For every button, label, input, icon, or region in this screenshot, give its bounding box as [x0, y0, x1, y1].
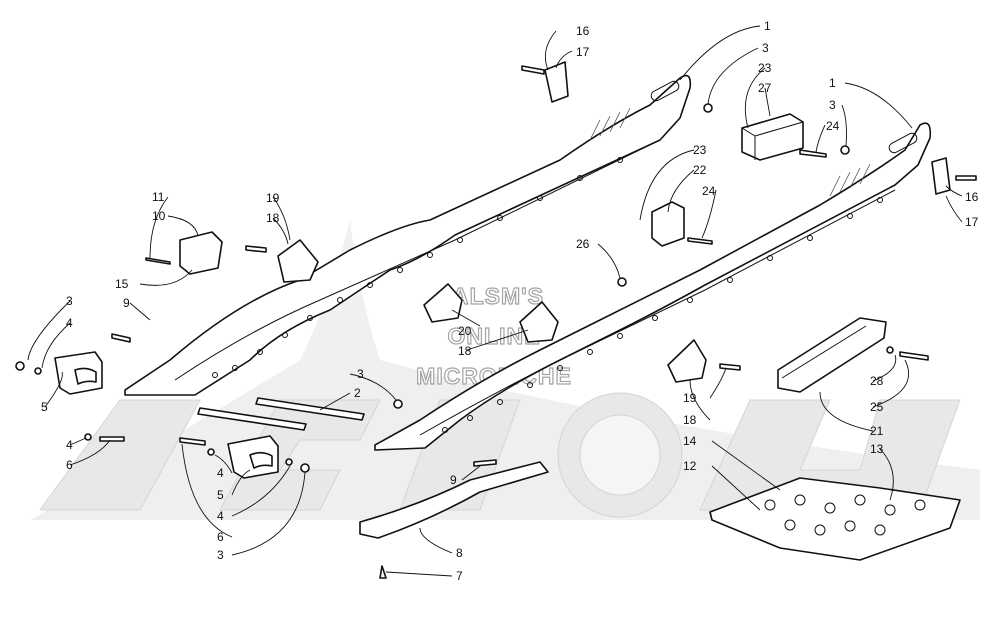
mounting-brackets [277, 61, 951, 383]
callout-18: 18 [683, 413, 697, 427]
callout-25: 25 [870, 400, 884, 414]
callout-4: 4 [217, 466, 224, 480]
rear-axle-bracket [777, 317, 887, 393]
callout-4: 4 [66, 438, 73, 452]
wear-strip [359, 461, 549, 539]
callout-6: 6 [217, 530, 224, 544]
callout-16: 16 [576, 24, 590, 38]
callout-17: 17 [576, 45, 590, 59]
callout-18: 18 [266, 211, 280, 225]
track-clip-assembly [709, 477, 961, 561]
cross-shafts [197, 397, 365, 431]
callout-9: 9 [450, 473, 457, 487]
callout-4: 4 [66, 316, 73, 330]
callout-6: 6 [66, 458, 73, 472]
callout-3: 3 [217, 548, 224, 562]
slide-rail-left [124, 74, 692, 396]
callout-13: 13 [870, 442, 884, 456]
callout-19: 19 [266, 191, 280, 205]
callout-1: 1 [829, 76, 836, 90]
callout-2: 2 [354, 386, 361, 400]
leader-lines [27, 25, 963, 577]
callout-5: 5 [217, 488, 224, 502]
callout-1: 1 [764, 19, 771, 33]
stop-block-front [651, 201, 685, 247]
callout-8: 8 [456, 546, 463, 560]
callout-3: 3 [762, 41, 769, 55]
callout-20: 20 [458, 324, 472, 338]
callout-14: 14 [683, 434, 697, 448]
callout-24: 24 [702, 184, 716, 198]
callout-12: 12 [683, 459, 697, 473]
callout-22: 22 [693, 163, 707, 177]
callout-28: 28 [870, 374, 884, 388]
callout-24: 24 [826, 119, 840, 133]
callout-3: 3 [357, 367, 364, 381]
callout-labels: 1 3 16 17 23 27 1 3 24 16 17 23 22 24 26… [41, 19, 979, 583]
hardware [15, 65, 977, 579]
callout-19: 19 [683, 391, 697, 405]
callout-3: 3 [66, 294, 73, 308]
callout-15: 15 [115, 277, 129, 291]
callout-17: 17 [965, 215, 979, 229]
callout-23: 23 [758, 61, 772, 75]
callout-16: 16 [965, 190, 979, 204]
rail-right-holes [442, 197, 883, 433]
callout-26: 26 [576, 237, 590, 251]
callout-5: 5 [41, 400, 48, 414]
slide-rail-right [374, 122, 932, 451]
callout-10: 10 [152, 209, 166, 223]
rail-left-holes [212, 157, 623, 378]
callout-18: 18 [458, 344, 472, 358]
callout-4: 4 [217, 509, 224, 523]
callout-11: 11 [152, 190, 165, 204]
callout-21: 21 [870, 424, 884, 438]
callout-27: 27 [758, 81, 772, 95]
watermark-brand-logo [39, 392, 961, 518]
callout-23: 23 [693, 143, 707, 157]
idler-bracket-left [179, 231, 223, 275]
watermark-line-1: ALSM'S [452, 283, 544, 309]
stop-block-rear [741, 113, 804, 161]
callout-7: 7 [456, 569, 463, 583]
callout-3: 3 [829, 98, 836, 112]
callout-9: 9 [123, 296, 130, 310]
bumper-blocks [54, 351, 279, 479]
